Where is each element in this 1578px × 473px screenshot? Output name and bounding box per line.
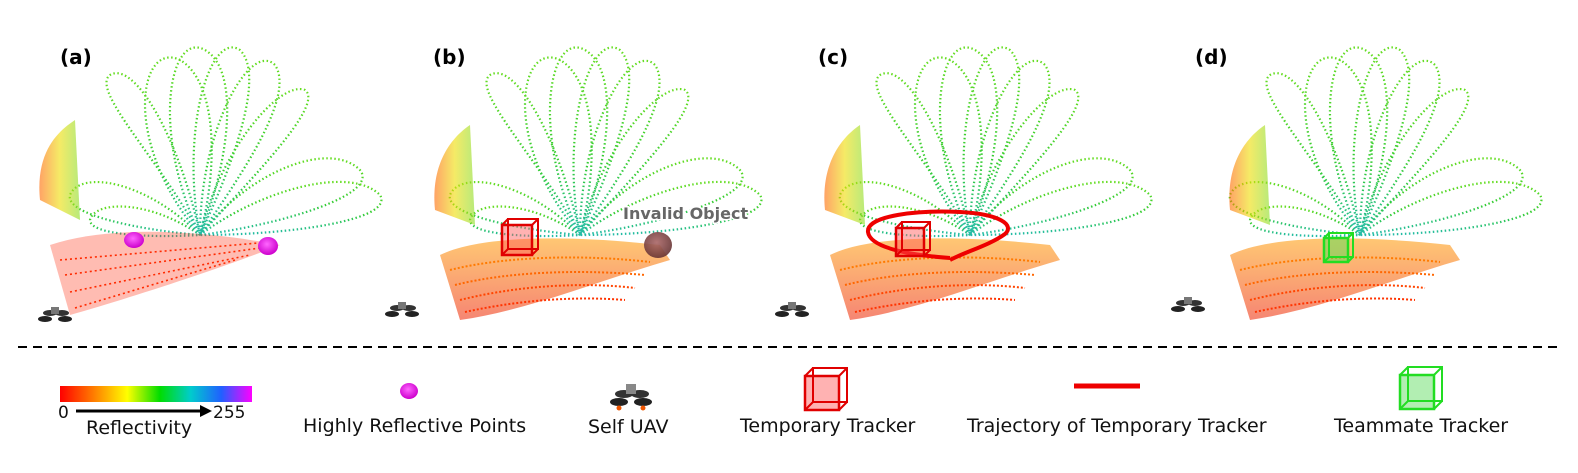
legend-self-uav-label: Self UAV: [588, 416, 668, 438]
panel-c: [775, 46, 1153, 321]
ground-cloud-b: [439, 237, 671, 321]
colorbar-max-label: 255: [213, 403, 245, 423]
point-cloud-a: [68, 46, 383, 238]
side-wall-a: [39, 120, 80, 220]
uav-icon-d: [1171, 297, 1205, 312]
colorbar-arrowhead: [200, 405, 212, 417]
legend-trajectory-label: Trajectory of Temporary Tracker: [966, 415, 1267, 437]
reflective-blob-a2: [258, 237, 278, 255]
reflectivity-colorbar: [60, 386, 252, 402]
colorbar-title: Reflectivity: [86, 417, 192, 439]
colorbar-min-label: 0: [58, 403, 69, 423]
reflective-points-icon: [400, 383, 418, 399]
side-wall-c: [824, 125, 865, 225]
panel-label-d: (d): [1195, 45, 1228, 69]
temporary-tracker-c: [894, 221, 931, 258]
legend-reflective-label: Highly Reflective Points: [303, 415, 526, 437]
point-cloud-c: [838, 46, 1153, 238]
reflective-blob-a1: [124, 232, 144, 248]
panel-d: [1171, 46, 1543, 321]
teammate-tracker-d: [1322, 232, 1354, 264]
panel-a: [38, 46, 383, 322]
point-cloud-d: [1228, 46, 1543, 238]
panel-b: Invalid Object: [385, 46, 763, 321]
uav-icon-a: [38, 307, 72, 322]
trajectory-c: [866, 209, 1010, 262]
panel-label-a: (a): [60, 45, 92, 69]
self-uav-icon: [610, 384, 652, 411]
temporary-tracker-icon: [803, 367, 848, 412]
ground-cloud-a: [50, 231, 280, 315]
teammate-tracker-icon: [1398, 366, 1443, 411]
ground-cloud-c: [829, 237, 1061, 321]
uav-icon-c: [775, 302, 809, 317]
invalid-object-label: Invalid Object: [623, 204, 748, 223]
panel-label-c: (c): [818, 45, 848, 69]
invalid-object-blob: [644, 232, 672, 258]
legend-teammate-tracker-label: Teammate Tracker: [1333, 415, 1508, 437]
side-wall-d: [1229, 125, 1270, 225]
panel-label-b: (b): [433, 45, 466, 69]
legend-temporary-tracker-label: Temporary Tracker: [739, 415, 916, 437]
legend: 0 255 Reflectivity Highly Reflective Poi…: [58, 366, 1508, 439]
temporary-tracker-b: [500, 218, 539, 257]
side-wall-b: [434, 125, 475, 225]
uav-icon-b: [385, 302, 419, 317]
